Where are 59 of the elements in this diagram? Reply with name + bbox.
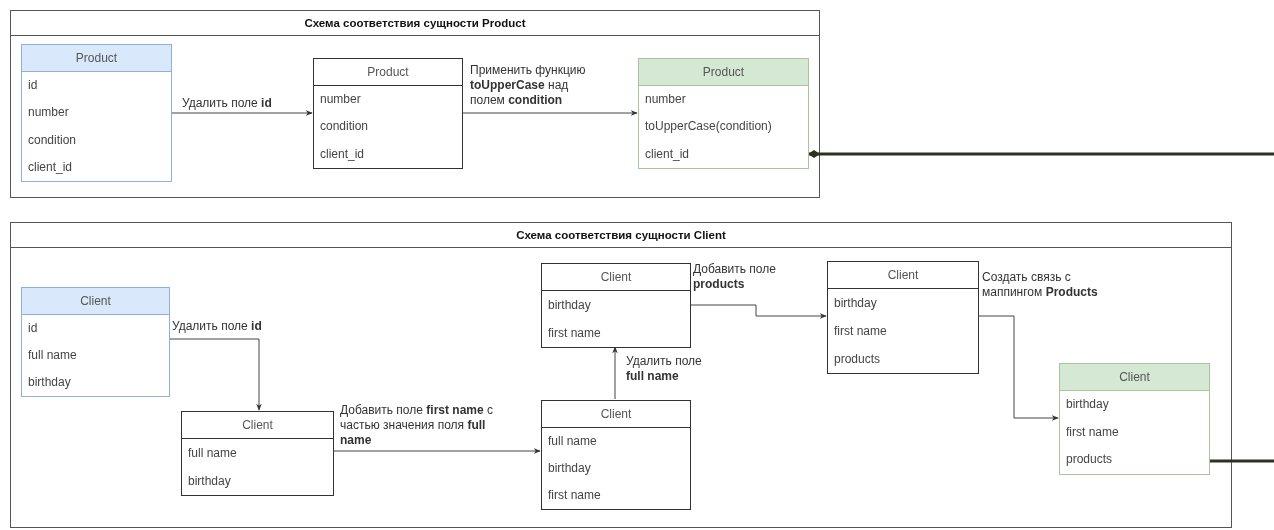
field-name: birthday bbox=[187, 473, 232, 490]
field-name: birthday bbox=[833, 295, 878, 312]
arrow bbox=[461, 110, 638, 116]
arrow bbox=[612, 346, 618, 400]
field-name: products bbox=[833, 351, 882, 368]
entity-name: Client bbox=[542, 264, 690, 291]
field-name: client_id bbox=[27, 158, 74, 176]
entity-table bbox=[1059, 363, 1210, 475]
field-name: number bbox=[27, 104, 70, 122]
field-name: client_id bbox=[644, 145, 691, 163]
field-name: id bbox=[27, 320, 39, 337]
entity-table bbox=[541, 263, 691, 348]
arrow bbox=[168, 338, 262, 411]
field-name: first name bbox=[833, 323, 888, 340]
field-name: condition bbox=[27, 131, 78, 149]
edge-label: Удалить поле id bbox=[182, 96, 272, 111]
entity-name: Client bbox=[542, 401, 690, 428]
entity-name: Product bbox=[22, 45, 171, 72]
entity-name: Client bbox=[828, 262, 978, 289]
entity-table bbox=[21, 287, 170, 397]
field-name: toUpperCase(condition) bbox=[644, 118, 773, 136]
field-name: birthday bbox=[1065, 396, 1110, 413]
entity-table bbox=[638, 58, 809, 169]
field-name: birthday bbox=[547, 297, 592, 314]
field-name: full name bbox=[547, 433, 598, 450]
entity-table bbox=[313, 58, 463, 169]
field-name: id bbox=[27, 77, 39, 94]
field-name: condition bbox=[319, 118, 370, 136]
field-name: first name bbox=[547, 487, 602, 504]
field-name: full name bbox=[27, 347, 78, 364]
connector-line bbox=[1209, 459, 1274, 463]
panel-title: Схема соответствия сущности Product bbox=[11, 11, 819, 36]
field-name: client_id bbox=[319, 145, 366, 163]
entity-table bbox=[541, 400, 691, 510]
entity-table bbox=[181, 411, 334, 496]
entity-name: Client bbox=[22, 288, 169, 315]
panel-title: Схема соответствия сущности Client bbox=[11, 223, 1231, 248]
field-name: first name bbox=[1065, 423, 1120, 441]
arrow bbox=[332, 448, 541, 454]
diagram-panel bbox=[10, 10, 820, 198]
entity-table bbox=[21, 44, 172, 182]
edge-label: Удалить поле id bbox=[172, 319, 262, 334]
entity-table bbox=[827, 261, 979, 374]
arrow bbox=[977, 315, 1059, 421]
field-name: number bbox=[644, 91, 687, 108]
composition-connector bbox=[808, 150, 1274, 158]
entity-name: Product bbox=[314, 59, 462, 86]
field-name: first name bbox=[547, 325, 602, 342]
entity-name: Client bbox=[182, 412, 333, 439]
entity-name: Client bbox=[1060, 364, 1209, 391]
diagram-panel bbox=[10, 222, 1232, 528]
field-name: products bbox=[1065, 451, 1114, 469]
field-name: birthday bbox=[27, 374, 72, 391]
field-name: number bbox=[319, 91, 362, 108]
field-name: birthday bbox=[547, 460, 592, 477]
arrow bbox=[689, 304, 827, 319]
arrow bbox=[170, 110, 313, 116]
entity-name: Product bbox=[639, 59, 808, 86]
field-name: full name bbox=[187, 445, 238, 462]
